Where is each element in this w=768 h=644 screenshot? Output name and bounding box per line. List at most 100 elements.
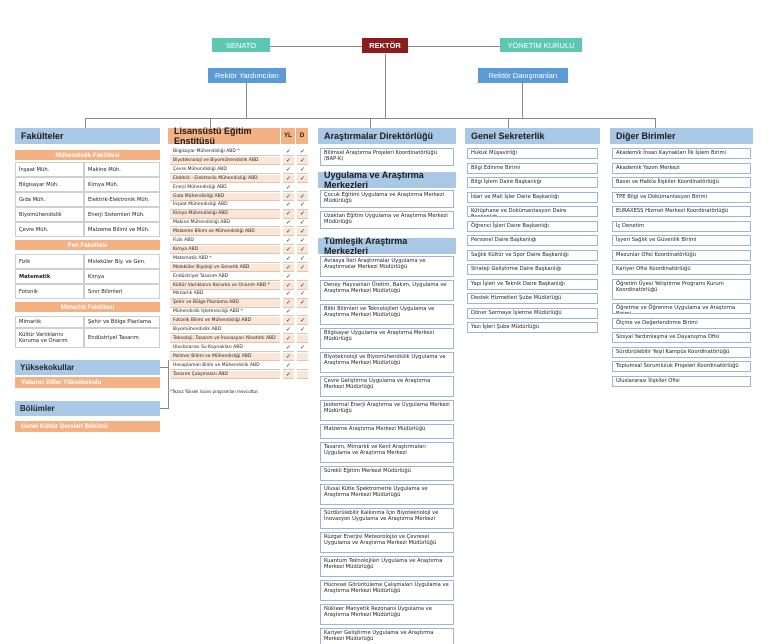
faculty-department-cell[interactable]: Biyomühendislik <box>15 207 84 222</box>
unit-box[interactable]: Öğrenci İşleri Daire Başkanlığı <box>467 220 598 232</box>
bolumler-header[interactable]: Bölümler <box>15 401 160 416</box>
graduate-program-row[interactable]: Gıda Mühendisliği ABD <box>170 192 280 201</box>
unit-box[interactable]: Bilimsel Araştırma Projeleri Koordinatör… <box>320 148 454 166</box>
unit-box[interactable]: Ölçme ve Değerlendirme Birimi <box>612 317 751 329</box>
graduate-program-row[interactable]: Mühendislik İşletmeciliği ABD * <box>170 308 280 317</box>
rektor-yardimcilari-box[interactable]: Rektör Yardımcıları <box>208 68 286 83</box>
unit-box[interactable]: Akademik Yazım Merkezi <box>612 162 751 174</box>
graduate-program-row[interactable]: Malzeme Bilimi ve Mühendisliği ABD <box>170 228 280 237</box>
unit-box[interactable]: Uzaktan Eğitim Uygulama ve Araştırma Mer… <box>320 211 454 229</box>
unit-box[interactable]: EURAXESS Hizmet Merkezi Koordinatörlüğü <box>612 206 751 217</box>
unit-box[interactable]: Öğretim Üyesi Yetiştirme Programı Kurum … <box>612 278 751 300</box>
unit-box[interactable]: Uluslararası İlişkiler Ofisi <box>612 375 751 387</box>
fakulteler-header[interactable]: Fakülteler <box>15 128 160 144</box>
unit-box[interactable]: Bilgisayar Uygulama ve Araştırma Merkezi… <box>320 328 454 349</box>
graduate-program-row[interactable]: Makine Mühendisliği ABD <box>170 219 280 228</box>
graduate-program-row[interactable]: Uluslararası Su Kaynakları ABD <box>170 344 280 353</box>
faculty-department-cell[interactable]: Endüstriyel Tasarım <box>84 328 160 348</box>
unit-box[interactable]: Destek Hizmetleri Şube Müdürlüğü <box>467 293 598 304</box>
unit-box[interactable]: Jeotermal Enerji Araştırma ve Uygulama M… <box>320 400 454 421</box>
unit-box[interactable]: Hücresel Görüntüleme Çalışmaları Uygulam… <box>320 580 454 601</box>
diger-birimler-header[interactable]: Diğer Birimler <box>610 128 753 144</box>
faculty-department-cell[interactable]: Sınır Bilimleri <box>84 284 160 299</box>
unit-box[interactable]: Yazı İşleri Şube Müdürlüğü <box>467 322 598 333</box>
graduate-program-row[interactable]: Çevre Mühendisliği ABD <box>170 166 280 175</box>
unit-box[interactable]: İç Denetim <box>612 220 751 232</box>
graduate-program-row[interactable]: Fizik ABD <box>170 237 280 246</box>
graduate-program-row[interactable]: Teknoloji, Tasarım ve İnovasyon Yönetimi… <box>170 334 280 344</box>
unit-box[interactable]: İdari ve Mali İşler Daire Başkanlığı <box>467 191 598 203</box>
uygulama-header[interactable]: Uygulama ve Araştırma Merkezleri <box>318 170 456 190</box>
unit-box[interactable]: Mezunlar Ofisi Koordinatörlüğü <box>612 249 751 261</box>
tumlesik-header[interactable]: Tümleşik Araştırma Merkezleri <box>318 236 456 256</box>
unit-box[interactable]: Basın ve Halkla İlişkiler Koordinatörlüğ… <box>612 177 751 188</box>
unit-box[interactable]: TPE Bilgi ve Dokümantasyon Birimi <box>612 191 751 203</box>
mimarlik-fakultesi-header[interactable]: Mimarlık Fakültesi <box>15 302 160 312</box>
graduate-program-row[interactable]: Fotonik Bilimi ve Mühendisliği ABD <box>170 317 280 326</box>
unit-box[interactable]: Ulusal Kütle Spektrometre Uygulama ve Ar… <box>320 484 454 505</box>
faculty-department-cell[interactable]: Elektrik-Elektronik Müh. <box>84 192 160 207</box>
graduate-program-row[interactable]: Hesaplamalı Bilim ve Mühendislik ABD <box>170 362 280 370</box>
faculty-department-cell[interactable]: Bilgisayar Müh. <box>15 177 84 192</box>
unit-box[interactable]: Kariyer Geliştirme Uygulama ve Araştırma… <box>320 628 454 644</box>
unit-box[interactable]: Malzeme Araştırma Merkezi Müdürlüğü <box>320 424 454 439</box>
arastirmalar-header[interactable]: Araştırmalar Direktörlüğü <box>318 128 456 144</box>
graduate-program-row[interactable]: Enerji Mühendisliği ABD <box>170 184 280 192</box>
unit-box[interactable]: Avrasya İleri Araştırmalar Uygulama ve A… <box>320 256 454 277</box>
genel-sekreterlik-header[interactable]: Genel Sekreterlik <box>465 128 600 144</box>
muhendislik-fakultesi-header[interactable]: Mühendislik Fakültesi <box>15 150 160 160</box>
unit-box[interactable]: Strateji Geliştirme Daire Başkanlığı <box>467 264 598 275</box>
yuksekokullar-header[interactable]: Yüksekokullar <box>15 360 160 375</box>
unit-box[interactable]: Yapı İşleri ve Teknik Daire Başkanlığı <box>467 278 598 290</box>
unit-box[interactable]: Çevre Geliştirme Uygulama ve Araştırma M… <box>320 376 454 397</box>
graduate-program-row[interactable]: Polimer Bilimi ve Mühendisliği ABD <box>170 352 280 361</box>
graduate-program-row[interactable]: Moleküler Biyoloji ve Genetik ABD <box>170 263 280 272</box>
faculty-department-cell[interactable]: Çevre Müh. <box>15 222 84 237</box>
unit-box[interactable]: Deney Hayvanları Üretim, Bakım, Uygulama… <box>320 280 454 301</box>
unit-box[interactable]: Akademik İnsan Kaynakları İlk İşlem Biri… <box>612 148 751 159</box>
faculty-department-cell[interactable]: Kültür Varlıklarını Koruma ve Onarım <box>15 328 84 348</box>
unit-box[interactable]: Çocuk Eğitimi Uygulama ve Araştırma Merk… <box>320 190 454 208</box>
yonetim-kurulu-box[interactable]: YÖNETİM KURULU <box>500 38 582 52</box>
faculty-department-cell[interactable]: Kimya Müh. <box>84 177 160 192</box>
lisansustu-header[interactable]: Lisansüstü Eğitim Enstitüsü <box>168 126 280 146</box>
graduate-program-row[interactable]: Endüstriyel Tasarım ABD <box>170 273 280 281</box>
faculty-department-cell[interactable]: Şehir ve Bölge Planlama <box>84 316 160 328</box>
unit-box[interactable]: Bilgi İşlem Daire Başkanlığı <box>467 177 598 188</box>
faculty-department-cell[interactable]: Makine Müh. <box>84 162 160 177</box>
graduate-program-row[interactable]: Bilgisayar Mühendisliği ABD * <box>170 148 280 157</box>
unit-box[interactable]: Kuantum Teknolojileri Uygulama ve Araştı… <box>320 556 454 577</box>
rektor-danismanlari-box[interactable]: Rektör Danışmanları <box>478 68 568 83</box>
unit-box[interactable]: Tasarım, Mimarlık ve Kent Araştırmaları … <box>320 442 454 463</box>
graduate-program-row[interactable]: Biyomühendislik ABD <box>170 326 280 335</box>
graduate-program-row[interactable]: Kimya ABD <box>170 245 280 255</box>
senato-box[interactable]: SENATO <box>212 38 270 52</box>
faculty-department-cell[interactable]: Moleküler Biy. ve Gen. <box>84 254 160 269</box>
rektor-box[interactable]: REKTÖR <box>362 38 408 53</box>
fen-fakultesi-header[interactable]: Fen Fakültesi <box>15 240 160 250</box>
unit-box[interactable]: Hukuk Müşavirliği <box>467 148 598 159</box>
graduate-program-row[interactable]: Biyoteknoloji ve Biyomühendislik ABD <box>170 156 280 166</box>
graduate-program-row[interactable]: Mimarlık ABD <box>170 290 280 299</box>
yabanci-diller-box[interactable]: Yabancı Diller Yüksekokulu <box>15 377 160 388</box>
unit-box[interactable]: Rüzgar Enerjisi Meteorolojisi ve Çevrese… <box>320 532 454 553</box>
unit-box[interactable]: Nükleer Manyetik Rezonans Uygulama ve Ar… <box>320 604 454 625</box>
unit-box[interactable]: Personel Daire Başkanlığı <box>467 235 598 246</box>
unit-box[interactable]: Kariyer Ofisi Koordinatörlüğü <box>612 264 751 275</box>
genel-kultur-box[interactable]: Genel Kültür Dersleri Bölümü <box>15 421 160 432</box>
graduate-program-row[interactable]: Matematik ABD * <box>170 255 280 264</box>
unit-box[interactable]: Kütüphane ve Dokümantasyon Daire Başkanl… <box>467 206 598 217</box>
unit-box[interactable]: Bilgi Edinme Birimi <box>467 162 598 174</box>
unit-box[interactable]: Sosyal Yardımlaşma ve Dayanışma Ofisi <box>612 332 751 343</box>
graduate-program-row[interactable]: Elektrik - Elektronik Mühendisliği ABD <box>170 174 280 183</box>
faculty-department-cell[interactable]: Enerji Sistemleri Müh. <box>84 207 160 222</box>
graduate-program-row[interactable]: Tasarım Çalışmaları ABD <box>170 370 280 379</box>
faculty-department-cell[interactable]: Fizik <box>15 254 84 269</box>
faculty-department-cell[interactable]: Gıda Müh. <box>15 192 84 207</box>
unit-box[interactable]: Bitki Bilimleri ve Teknolojileri Uygulam… <box>320 304 454 325</box>
unit-box[interactable]: Sürdürülebilir Kalkınma İçin Biyoteknolo… <box>320 508 454 529</box>
faculty-department-cell[interactable]: Kimya <box>84 269 160 284</box>
unit-box[interactable]: Biyoteknoloji ve Biyomühendislik Uygulam… <box>320 352 454 373</box>
graduate-program-row[interactable]: Şehir ve Bölge Planlama ABD <box>170 299 280 308</box>
faculty-department-cell[interactable]: Malzeme Bilimi ve Müh. <box>84 222 160 237</box>
